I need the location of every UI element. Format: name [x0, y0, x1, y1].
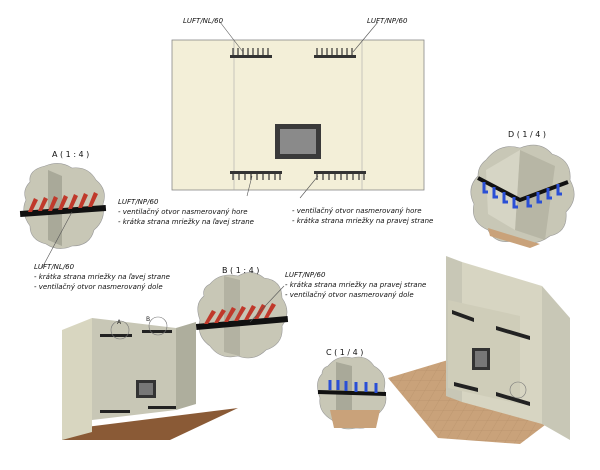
leader-np-lower — [249, 285, 285, 323]
leader-bottom-right — [299, 175, 319, 199]
view-tag-a: A — [117, 319, 122, 326]
iso-view-right — [388, 256, 570, 444]
grille-bottom-left — [230, 171, 282, 180]
caption-detail-a: A ( 1 : 4 ) — [52, 150, 90, 159]
detail-a-bubble — [19, 163, 107, 249]
marker-b-circle — [148, 316, 168, 336]
view-tag-b: B — [146, 316, 151, 323]
label-right-middle: - ventilačný otvor nasmerovaný hore - kr… — [292, 207, 434, 225]
label-np-lower: LUFT/NP/60 - krátka strana mriežky na pr… — [285, 271, 427, 299]
fireplace-side-left — [176, 322, 196, 410]
detail-b-bubble — [195, 272, 289, 359]
detail-c-bubble — [317, 356, 387, 430]
iso-view-left — [62, 316, 238, 440]
label-np-middle: LUFT/NP/60 - ventilačný otvor nasmerovan… — [118, 198, 254, 226]
label-nl-lower: LUFT/NL/60 - krátka strana mriežky na ľa… — [34, 263, 170, 291]
caption-detail-c: C ( 1 / 4 ) — [326, 348, 364, 357]
grille-top-right — [314, 48, 356, 58]
leader-top-right — [352, 21, 379, 53]
grille-bottom-right — [314, 171, 366, 180]
leader-nl-lower — [41, 211, 73, 269]
floor-left — [62, 408, 238, 440]
front-wall — [171, 39, 425, 191]
leader-top-left — [219, 21, 244, 53]
fireplace-door-glass — [280, 129, 316, 154]
caption-detail-b: B ( 1 : 4 ) — [222, 266, 260, 275]
back-wall-left — [62, 318, 92, 440]
marker-c-circle — [509, 381, 527, 399]
detail-d-bubble — [470, 144, 575, 248]
label-top-left: LUFT/NL/60 — [183, 17, 224, 25]
wall-right — [542, 286, 570, 440]
label-top-right: LUFT/NP/60 — [367, 17, 408, 25]
grille-top-left — [230, 48, 272, 58]
front-elevation — [171, 21, 425, 199]
marker-a-circle — [110, 320, 130, 340]
leader-bottom-left — [246, 175, 253, 197]
caption-detail-d: D ( 1 / 4 ) — [508, 130, 546, 139]
